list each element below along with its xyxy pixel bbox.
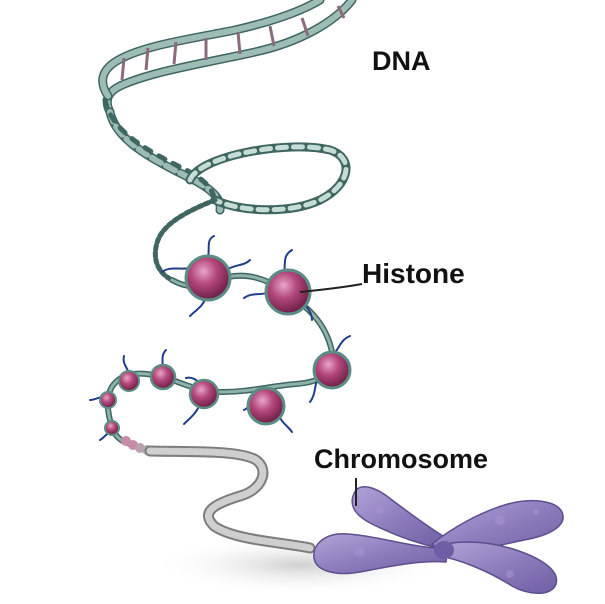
histone-leader-line bbox=[299, 283, 363, 293]
histone-proteins bbox=[89, 235, 352, 455]
dna-double-helix-ladder bbox=[98, 0, 357, 117]
chromosome-shape bbox=[313, 486, 564, 594]
dna-label: DNA bbox=[372, 46, 431, 76]
dna-twisted-helix bbox=[102, 97, 351, 283]
chromosome-label: Chromosome bbox=[314, 444, 489, 474]
histone-label: Histone bbox=[362, 258, 465, 289]
